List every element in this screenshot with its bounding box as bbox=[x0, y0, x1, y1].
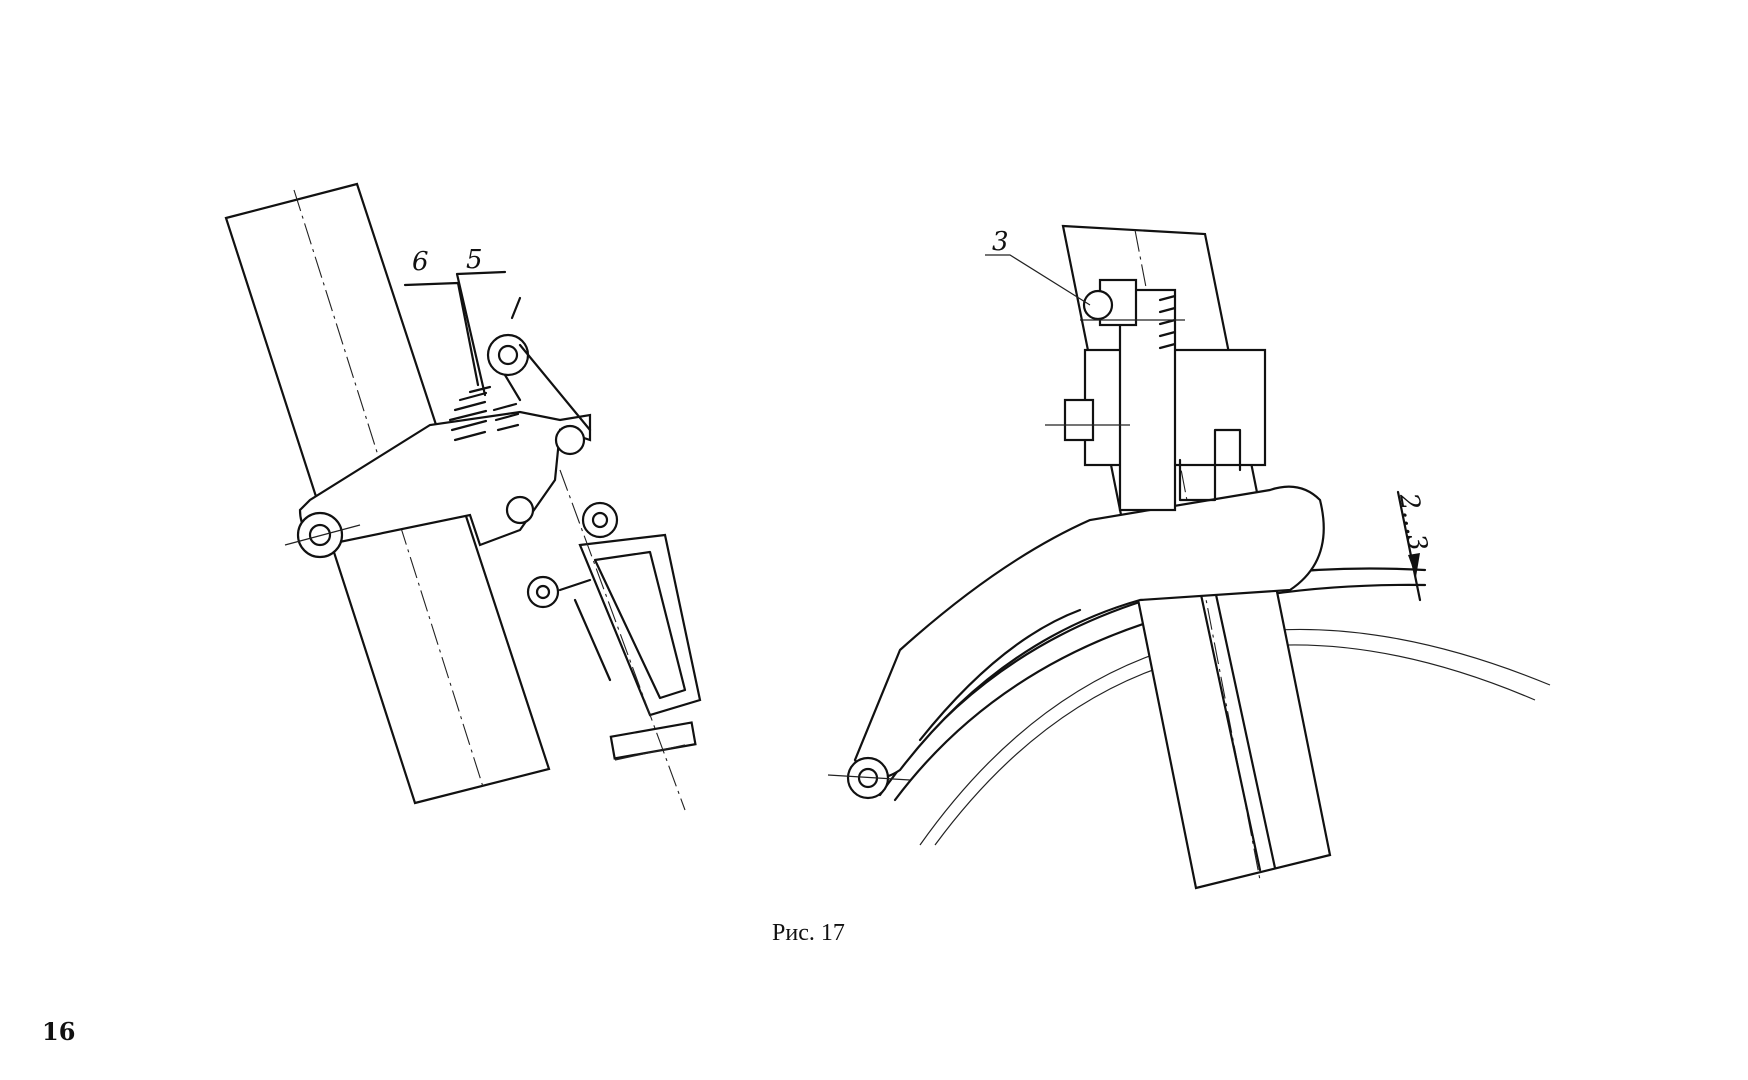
clearance-dimension: 2...3 bbox=[1393, 490, 1433, 553]
label-6: 6 bbox=[412, 247, 429, 277]
left-brake-view: 6 5 bbox=[224, 182, 702, 811]
figure-caption: Рис. 17 bbox=[772, 920, 845, 946]
dimension-line bbox=[1396, 490, 1422, 602]
leader-3 bbox=[985, 254, 1091, 306]
label-3: 3 bbox=[992, 227, 1009, 257]
label-5: 5 bbox=[466, 245, 483, 275]
leader-5 bbox=[455, 270, 507, 397]
page-number: 16 bbox=[42, 1017, 75, 1046]
brake-shoe-holder bbox=[578, 533, 702, 717]
spring bbox=[448, 385, 520, 442]
brake-arm-front bbox=[853, 485, 1325, 780]
pivot-bolt bbox=[296, 511, 344, 559]
right-brake-view: 3 2...3 bbox=[827, 224, 1551, 890]
upper-bolt bbox=[486, 333, 530, 377]
